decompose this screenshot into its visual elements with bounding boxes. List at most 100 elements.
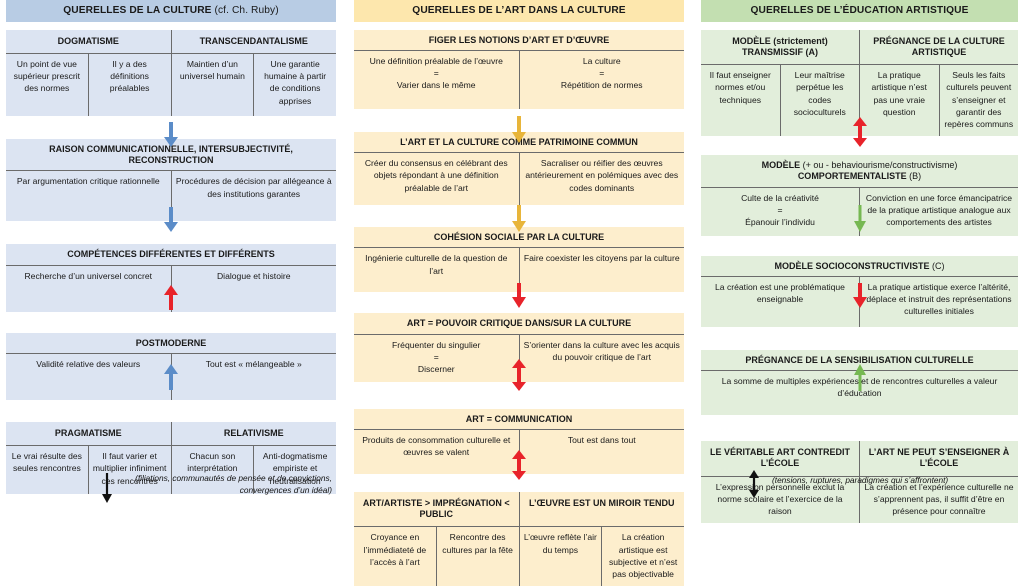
cell: Culte de la créativité=Épanouir l’indivi… (741, 192, 819, 228)
double-arrow-icon-b5 (508, 450, 530, 480)
block-cells: Il faut enseigner normes et/ou technique… (701, 65, 1019, 137)
cell: Conviction en une force émancipatrice de… (859, 187, 1018, 236)
block-figer-les-notions: FIGER LES NOTIONS D’ART ET D’ŒUVRE Une d… (354, 29, 685, 109)
subhead-part-light2: (A) (805, 46, 819, 57)
cell: Leur maîtrise perpétue les codes sociocu… (779, 65, 860, 137)
block-title: COHÉSION SOCIALE PAR LA CULTURE (354, 227, 684, 249)
cell: S’orienter dans la culture avec les acqu… (518, 334, 685, 382)
double-arrow-icon-b4 (508, 359, 530, 391)
down-arrow-icon-a-note (98, 473, 116, 503)
cell: Il y a des définitions préalables (87, 53, 171, 116)
column-banner-art: QUERELLES DE L’ART DANS LA CULTURE (354, 0, 684, 22)
down-arrow-icon-c2 (849, 205, 871, 233)
block-title: MODÈLE (+ ou - behaviourisme/constructiv… (701, 155, 1018, 188)
up-arrow-icon-a4 (160, 362, 182, 390)
title-part-light: (C) (932, 260, 945, 271)
subhead-art-artiste-impregnation: ART/ARTISTE > IMPRÉGNATION < PUBLIC (354, 492, 519, 528)
block-cells: Le vrai résulte des seules rencontres Il… (6, 446, 336, 495)
block-cells: Par argumentation critique rationnelle P… (6, 171, 336, 222)
block-art-contredit-ecole: LE VÉRITABLE ART CONTREDIT L’ÉCOLE L’ART… (701, 441, 1018, 524)
block-title: RAISON COMMUNICATIONNELLE, INTERSUBJECTI… (6, 139, 336, 172)
cell: La création et l’expérience culturelle n… (859, 476, 1018, 524)
double-arrow-icon-c-note (745, 470, 763, 498)
up-arrow-icon-a3 (160, 284, 182, 310)
cell: Tout est « mélangeable » (170, 353, 337, 400)
cell: Dialogue et histoire (170, 265, 337, 312)
banner-strong: QUERELLES DE L’ÉDUCATION ARTISTIQUE (750, 5, 969, 16)
block-title: ART = POUVOIR CRITIQUE DANS/SUR LA CULTU… (354, 313, 684, 335)
block-subheader-row: ART/ARTISTE > IMPRÉGNATION < PUBLIC L’ŒU… (354, 491, 684, 528)
block-pragmatisme-relativisme: PRAGMATISME RELATIVISME Le vrai résulte … (6, 421, 336, 495)
cell: Une définition préalable de l’œuvre=Vari… (369, 55, 503, 91)
subhead-transcendantalisme: TRANSCENDANTALISME (170, 29, 336, 54)
double-arrow-icon-c1 (849, 117, 871, 147)
down-arrow-icon-b1 (508, 116, 530, 144)
cell: Produits de consommation culturelle et œ… (362, 434, 511, 458)
block-cells: Créer du consensus en célébrant des obje… (354, 153, 685, 206)
subhead-modele-transmissif: MODÈLE (strictement) TRANSMISSIF (A) (701, 30, 859, 66)
cell: Recherche d’un universel concret (24, 270, 153, 281)
title-part-strong2: COMPORTEMENTALISTE (797, 171, 907, 182)
banner-strong: QUERELLES DE L’ART DANS LA CULTURE (412, 5, 626, 16)
subhead-part-strong: MODÈLE (732, 35, 771, 46)
block-subheader-row: DOGMATISME TRANSCENDANTALISME (6, 29, 336, 54)
down-arrow-icon-a2 (160, 207, 182, 233)
block-title: COMPÉTENCES DIFFÉRENTES ET DIFFÉRENTS (6, 244, 336, 266)
block-title: FIGER LES NOTIONS D’ART ET D’ŒUVRE (354, 30, 684, 51)
cell: La création est une problématique enseig… (715, 281, 845, 305)
cell: L’expression personnelle exclut la norme… (715, 481, 845, 517)
block-cells: Une définition préalable de l’œuvre=Vari… (354, 50, 685, 109)
block-subheader-row: LE VÉRITABLE ART CONTREDIT L’ÉCOLE L’ART… (701, 441, 1018, 477)
subhead-pregnance-culture-artistique: PRÉGNANCE DE LA CULTURE ARTISTIQUE (859, 29, 1018, 66)
block-title: POSTMODERNE (6, 333, 336, 354)
block-cells: Un point de vue supérieur prescrit des n… (6, 53, 336, 116)
down-arrow-icon-c3 (849, 283, 871, 309)
cell: Maintien d’un universel humain (170, 53, 254, 116)
cell: Fréquenter du singulier=Discerner (392, 339, 481, 375)
column-banner-culture: QUERELLES DE LA CULTURE (cf. Ch. Ruby) (6, 0, 336, 22)
cell: La création artistique est subjective et… (601, 527, 684, 586)
down-arrow-icon-a1 (160, 122, 182, 148)
block-patrimoine-commun: L’ART ET LA CULTURE COMME PATRIMOINE COM… (354, 131, 685, 206)
subhead-part-light: (strictement) (773, 35, 828, 46)
cell: La culture=Répétition de normes (518, 50, 685, 109)
subhead-veritable-art-contredit-ecole: LE VÉRITABLE ART CONTREDIT L’ÉCOLE (701, 441, 859, 477)
title-part-light2: (B) (909, 171, 922, 182)
cell: Le vrai résulte des seules rencontres (11, 451, 82, 474)
cell: Il faut enseigner normes et/ou technique… (709, 70, 771, 105)
note-education: (tensions, ruptures, paradigmes qui s’af… (772, 475, 949, 485)
cell: Croyance en l’immédiateté de l’accès à l… (363, 532, 427, 567)
column-banner-education: QUERELLES DE L’ÉDUCATION ARTISTIQUE (701, 0, 1018, 22)
subhead-oeuvre-miroir: L’ŒUVRE EST UN MIROIR TENDU (518, 491, 684, 528)
subhead-relativisme: RELATIVISME (170, 421, 336, 447)
block-cells: L’expression personnelle exclut la norme… (701, 476, 1018, 524)
cell: Ingénierie culturelle de la question de … (365, 253, 508, 276)
cell: Rencontre des cultures par la fête (435, 527, 519, 586)
block-title: ART = COMMUNICATION (354, 409, 684, 430)
block-impregnation-miroir: ART/ARTISTE > IMPRÉGNATION < PUBLIC L’ŒU… (354, 491, 684, 586)
block-cells: Fréquenter du singulier=Discerner S’orie… (354, 334, 685, 382)
cell: La pratique artistique n’est pas une vra… (859, 65, 939, 137)
column-querelles-de-la-culture: QUERELLES DE LA CULTURE (cf. Ch. Ruby) D… (6, 0, 337, 495)
block-dogmatisme-transcendantalisme: DOGMATISME TRANSCENDANTALISME Un point d… (6, 29, 336, 116)
subhead-pragmatisme: PRAGMATISME (6, 422, 171, 447)
cell: L’œuvre reflète l’air du temps (518, 527, 602, 586)
cell: Il faut varier et multiplier infiniment … (87, 446, 171, 495)
subhead-part-strong2: TRANSMISSIF (741, 46, 803, 57)
block-competences-differentes: COMPÉTENCES DIFFÉRENTES ET DIFFÉRENTS Re… (6, 244, 337, 312)
subhead-dogmatisme: DOGMATISME (6, 30, 171, 54)
up-arrow-icon-c4 (849, 363, 871, 391)
block-cells: Croyance en l’immédiateté de l’accès à l… (354, 527, 684, 586)
cell: Par argumentation critique rationnelle (16, 176, 160, 187)
cell: Seuls les faits culturels peuvent s’ense… (938, 65, 1019, 137)
block-art-communication: ART = COMMUNICATION Produits de consomma… (354, 408, 685, 474)
title-part-strong: MODÈLE (761, 160, 801, 171)
block-cohesion-sociale: COHÉSION SOCIALE PAR LA CULTURE Ingénier… (354, 227, 684, 293)
cell: Tout est dans tout (518, 429, 685, 474)
cell: Anti-dogmatisme empiriste et neutralisat… (253, 446, 336, 495)
cell: Chacun son interprétation (170, 446, 254, 495)
block-title: MODÈLE SOCIOCONSTRUCTIVISTE (C) (701, 256, 1018, 277)
cell: Créer du consensus en célébrant des obje… (364, 158, 508, 193)
cell: Sacraliser ou réifier des œuvres antérie… (518, 153, 685, 206)
title-part-light: (+ ou - behaviourisme/constructivisme) (802, 160, 958, 171)
